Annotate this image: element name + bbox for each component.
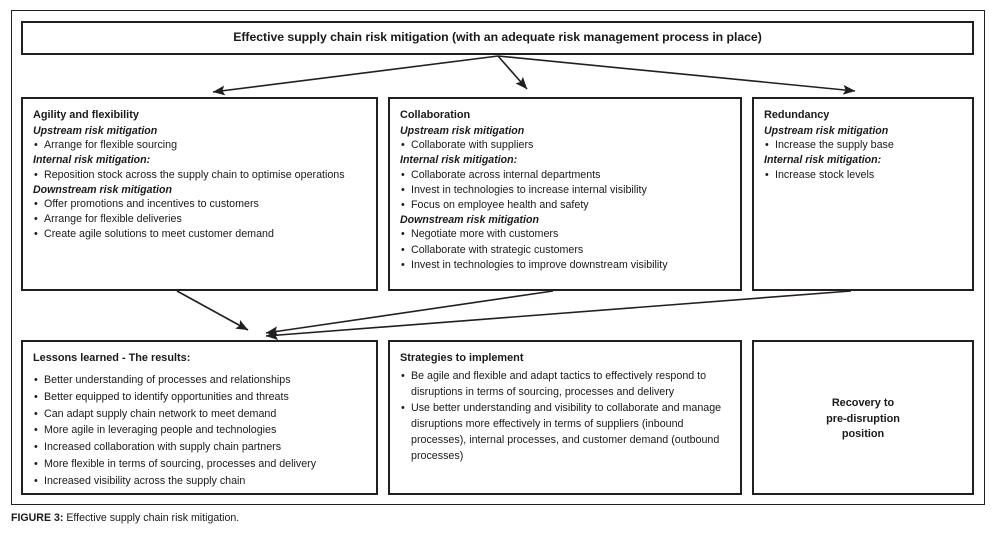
box-heading: Collaboration	[400, 109, 471, 121]
section-subheading: Upstream risk mitigation	[33, 124, 158, 137]
box-strategies-to-implement: Strategies to implement Be agile and fle…	[388, 340, 742, 495]
box-heading: Agility and flexibility	[33, 109, 139, 121]
bullet-list: Collaborate with suppliers	[400, 138, 730, 153]
bullet-list: Offer promotions and incentives to custo…	[33, 197, 366, 243]
list-item: Better understanding of processes and re…	[33, 372, 366, 389]
box-heading: Lessons learned - The results:	[33, 352, 191, 364]
list-item: Offer promotions and incentives to custo…	[33, 197, 366, 212]
section-subheading: Downstream risk mitigation	[33, 183, 172, 196]
list-item: Arrange for flexible sourcing	[33, 138, 366, 153]
title-box: Effective supply chain risk mitigation (…	[21, 21, 974, 55]
recovery-line-3: position	[841, 428, 885, 441]
list-item: Focus on employee health and safety	[400, 198, 730, 213]
bullet-list: Reposition stock across the supply chain…	[33, 168, 366, 183]
recovery-line-1: Recovery to	[831, 396, 895, 409]
bullet-list: Negotiate more with customers Collaborat…	[400, 227, 730, 273]
box-agility-and-flexibility: Agility and flexibility Upstream risk mi…	[21, 97, 378, 291]
box-collaboration: Collaboration Upstream risk mitigation C…	[388, 97, 742, 291]
bullet-list: Better understanding of processes and re…	[33, 372, 366, 490]
list-item: More agile in leveraging people and tech…	[33, 422, 366, 439]
section-subheading: Upstream risk mitigation	[400, 124, 525, 137]
bullet-list: Be agile and flexible and adapt tactics …	[400, 368, 730, 464]
list-item: Create agile solutions to meet customer …	[33, 227, 366, 242]
recovery-text-block: Recovery to pre-disruption position	[826, 396, 900, 443]
list-item: Collaborate with suppliers	[400, 138, 730, 153]
list-item: Arrange for flexible deliveries	[33, 212, 366, 227]
list-item: Increased visibility across the supply c…	[33, 473, 366, 490]
list-item: Better equipped to identify opportunitie…	[33, 389, 366, 406]
box-heading: Strategies to implement	[400, 352, 524, 364]
list-item: Be agile and flexible and adapt tactics …	[400, 368, 730, 400]
bullet-list: Arrange for flexible sourcing	[33, 138, 366, 153]
section-subheading: Internal risk mitigation:	[33, 154, 151, 167]
list-item: Increase stock levels	[764, 168, 962, 183]
title-text: Effective supply chain risk mitigation (…	[233, 30, 762, 45]
section-subheading: Internal risk mitigation:	[764, 154, 882, 167]
list-item: Collaborate with strategic customers	[400, 243, 730, 258]
figure-caption-label: FIGURE 3:	[11, 512, 64, 524]
list-item: Use better understanding and visibility …	[400, 400, 730, 464]
section-subheading: Downstream risk mitigation	[400, 214, 539, 227]
bullet-list: Increase the supply base	[764, 138, 962, 153]
figure-caption-text: Effective supply chain risk mitigation.	[63, 512, 240, 524]
list-item: Can adapt supply chain network to meet d…	[33, 406, 366, 423]
recovery-line-2: pre-disruption	[826, 412, 900, 425]
section-subheading: Internal risk mitigation:	[400, 154, 518, 167]
bullet-list: Increase stock levels	[764, 168, 962, 183]
section-subheading: Upstream risk mitigation	[764, 124, 889, 137]
box-heading: Redundancy	[764, 109, 830, 121]
list-item: Increased collaboration with supply chai…	[33, 439, 366, 456]
list-item: More flexible in terms of sourcing, proc…	[33, 456, 366, 473]
figure-caption: FIGURE 3: Effective supply chain risk mi…	[11, 512, 711, 526]
list-item: Collaborate across internal departments	[400, 168, 730, 183]
bullet-list: Collaborate across internal departments …	[400, 168, 730, 214]
list-item: Reposition stock across the supply chain…	[33, 168, 366, 183]
box-lessons-learned: Lessons learned - The results: Better un…	[21, 340, 378, 495]
list-item: Increase the supply base	[764, 138, 962, 153]
box-recovery-to-pre-disruption-position: Recovery to pre-disruption position	[752, 340, 974, 495]
list-item: Negotiate more with customers	[400, 227, 730, 242]
list-item: Invest in technologies to improve downst…	[400, 258, 730, 273]
list-item: Invest in technologies to increase inter…	[400, 183, 730, 198]
box-redundancy: Redundancy Upstream risk mitigation Incr…	[752, 97, 974, 291]
